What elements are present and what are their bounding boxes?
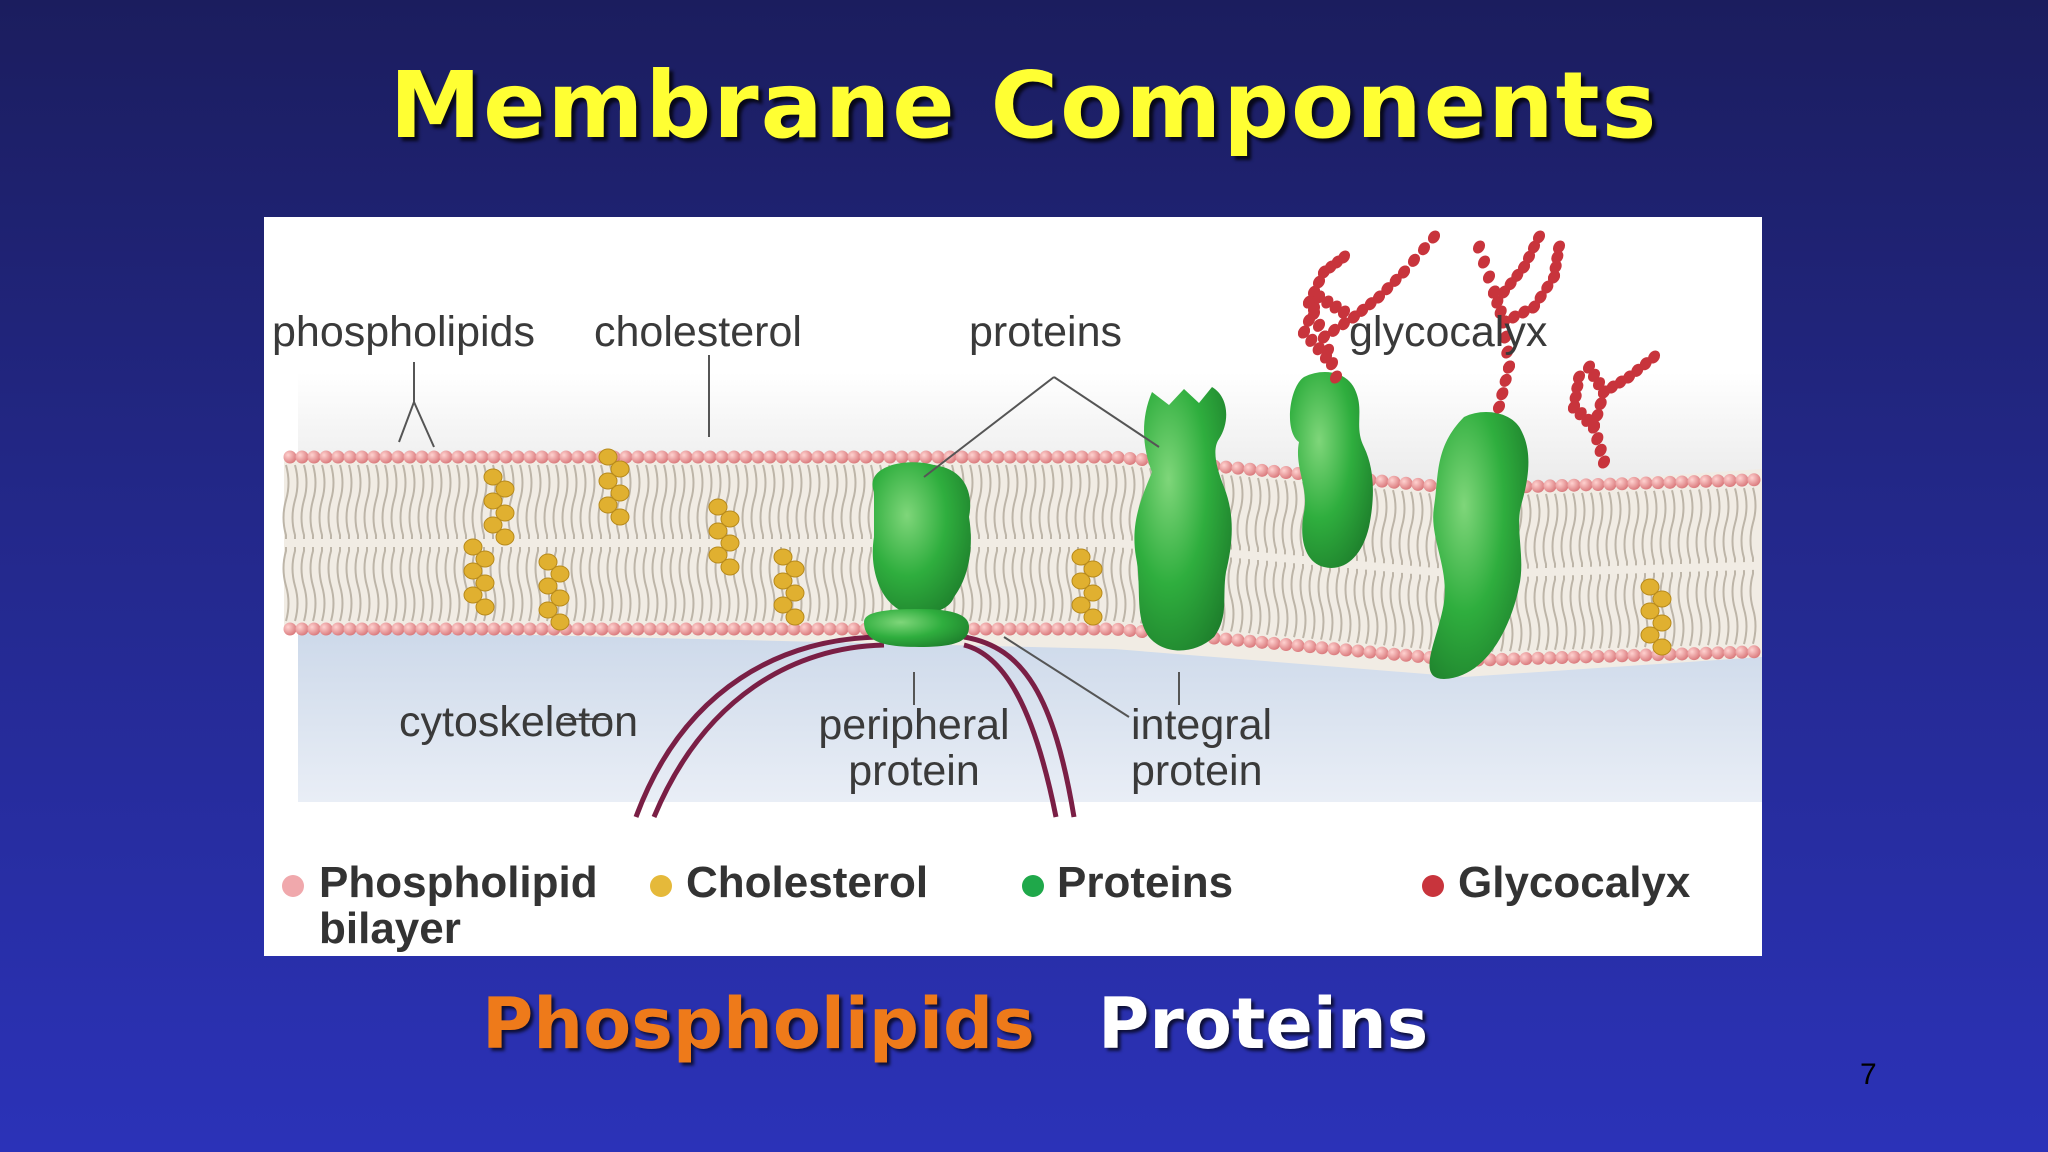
label-phospholipids: phospholipids [272,308,535,356]
legend-dot-proteins [1022,875,1044,897]
label-peripheral-line2: protein [848,747,980,795]
label-integral-line1: integral [1131,701,1273,749]
leader-lines [398,355,1180,720]
legend-dot-cholesterol [650,875,672,897]
glycoprotein-1 [1289,372,1373,568]
label-cholesterol: cholesterol [594,308,802,356]
slide-number: 7 [1860,1058,1877,1091]
integral-protein [1134,387,1232,651]
bottom-word-proteins: Proteins [1098,983,1429,1065]
legend-cholesterol: Cholesterol [686,858,929,907]
legend-phospholipid: Phospholipid bilayer [319,860,598,952]
label-glycocalyx: glycocalyx [1349,308,1548,356]
glycoprotein-2 [1429,412,1529,679]
label-cytoskeleton: cytoskeleton [399,698,639,746]
label-integral-line2: protein [1131,747,1263,795]
label-proteins: proteins [969,308,1122,356]
peripheral-protein [864,462,971,647]
membrane-diagram [282,230,1762,818]
legend-proteins: Proteins [1057,858,1234,907]
label-peripheral-line1: peripheral [818,701,1010,749]
glycocalyx-chains [1297,230,1661,469]
legend-glycocalyx: Glycocalyx [1458,858,1691,907]
slide-title: Membrane Components [389,52,1659,159]
legend-phospholipid-line2: bilayer [319,904,461,953]
legend-dot-phospholipid [282,875,304,897]
cholesterol-group [463,448,1672,656]
label-integral-protein: integral protein [1131,702,1272,794]
bottom-word-phospholipids: Phospholipids [482,983,1035,1065]
legend-dot-glycocalyx [1422,875,1444,897]
legend-phospholipid-line1: Phospholipid [319,858,598,907]
membrane-figure: phospholipids cholesterol proteins glyco… [264,217,1762,956]
label-peripheral-protein: peripheral protein [784,702,1044,794]
